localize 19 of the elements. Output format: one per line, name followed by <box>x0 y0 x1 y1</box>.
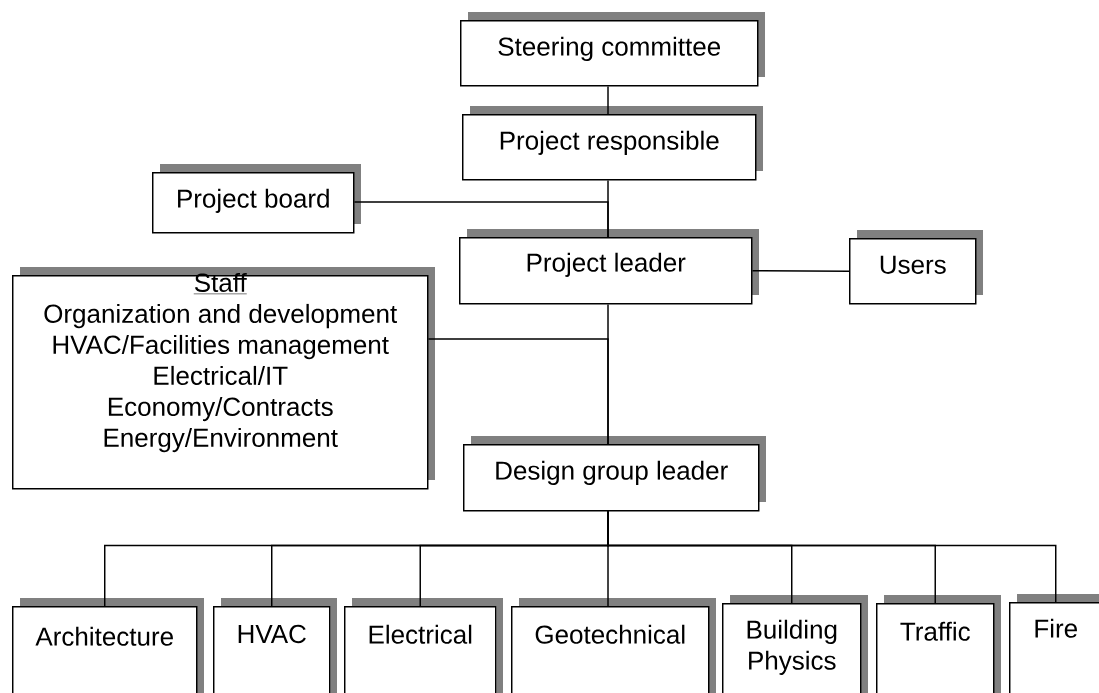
org-box: Project leader <box>459 229 759 305</box>
org-box: Users <box>849 230 983 305</box>
connector-line <box>607 303 609 445</box>
org-box: Steering committee <box>460 12 765 87</box>
connector-line <box>353 201 609 238</box>
connector-line <box>751 270 850 272</box>
org-box: Project responsible <box>462 106 763 181</box>
connector-line <box>607 510 1057 603</box>
org-box: Design group leader <box>463 436 766 512</box>
org-box: Fire <box>1009 594 1099 693</box>
org-box: Staff Organization and development HVAC/Facilities management Electrical/IT Economy/Contracts Energy/Environment <box>12 267 435 490</box>
org-box: Electrical <box>344 598 503 693</box>
org-box: HVAC <box>213 598 337 693</box>
org-box: Architecture <box>12 598 204 693</box>
connector-line <box>607 85 609 115</box>
org-box: Geotechnical <box>511 598 716 693</box>
org-box: Traffic <box>876 595 1001 693</box>
org-box: Project board <box>152 164 361 234</box>
org-box: Building Physics <box>722 595 868 693</box>
